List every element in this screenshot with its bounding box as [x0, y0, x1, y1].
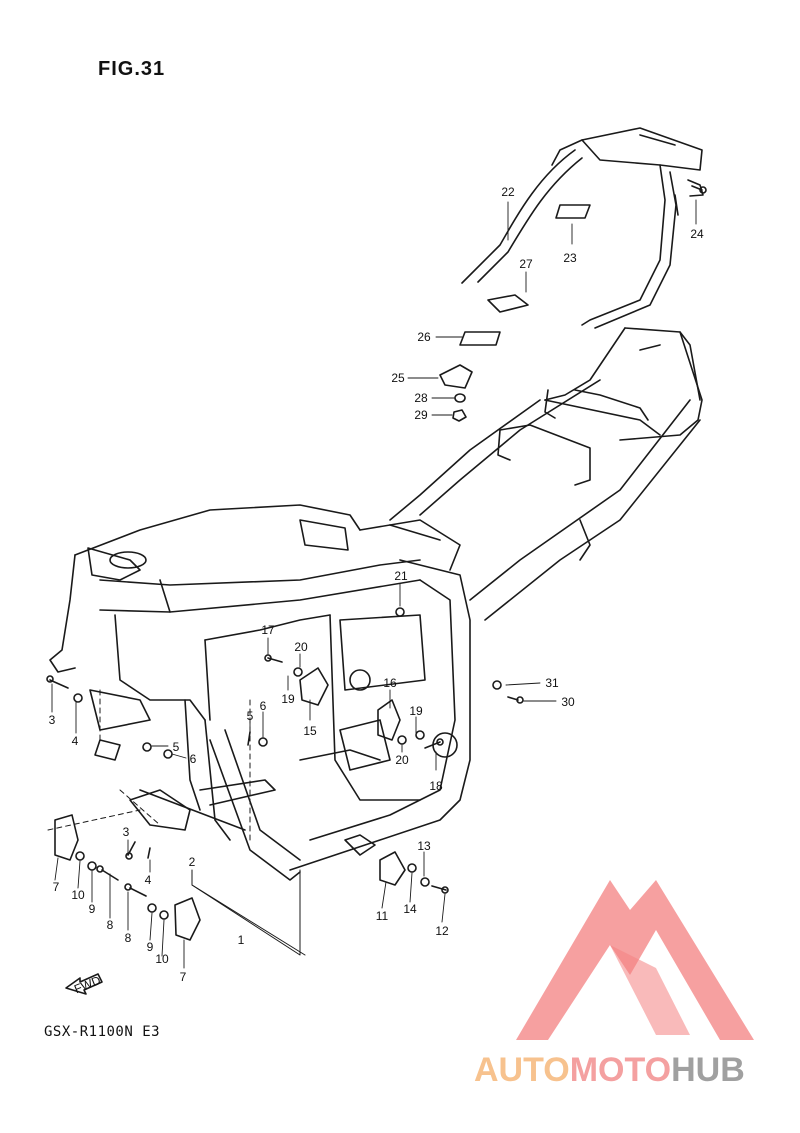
callout-numbers: 1233445566778899101011121314151617181919… — [49, 185, 704, 984]
callout-pointers — [51, 199, 697, 969]
callout-19: 19 — [409, 704, 423, 718]
small-parts — [439, 204, 591, 422]
callout-21: 21 — [394, 569, 408, 583]
callout-8: 8 — [125, 931, 132, 945]
callout-27: 27 — [519, 257, 533, 271]
callout-10: 10 — [71, 888, 85, 902]
mounting-brackets — [54, 667, 406, 941]
callout-3: 3 — [49, 713, 56, 727]
callout-18: 18 — [429, 779, 443, 793]
figure-title: FIG.31 — [98, 58, 166, 80]
callout-10: 10 — [155, 952, 169, 966]
callout-26: 26 — [417, 330, 431, 344]
callout-9: 9 — [89, 902, 96, 916]
callout-7: 7 — [180, 970, 187, 984]
rear-seat-frame — [389, 327, 703, 621]
callout-5: 5 — [173, 740, 180, 754]
callout-4: 4 — [72, 734, 79, 748]
callout-19: 19 — [281, 692, 295, 706]
watermark-part-auto: AUTO — [474, 1051, 570, 1089]
bracket-lines — [191, 869, 306, 956]
watermark-logo — [516, 880, 754, 1040]
callout-22: 22 — [501, 185, 515, 199]
callout-20: 20 — [395, 753, 409, 767]
model-code: GSX-R1100N E3 — [44, 1024, 161, 1040]
callout-14: 14 — [403, 902, 417, 916]
callout-3: 3 — [123, 825, 130, 839]
callout-29: 29 — [414, 408, 428, 422]
main-frame — [49, 504, 471, 881]
callout-24: 24 — [690, 227, 704, 241]
callout-6: 6 — [260, 699, 267, 713]
callout-12: 12 — [435, 924, 449, 938]
callout-5: 5 — [247, 709, 254, 723]
callout-2: 2 — [189, 855, 196, 869]
callout-16: 16 — [383, 676, 397, 690]
callout-15: 15 — [303, 724, 317, 738]
callout-20: 20 — [294, 640, 308, 654]
callout-28: 28 — [414, 391, 428, 405]
callout-9: 9 — [147, 940, 154, 954]
callout-8: 8 — [107, 918, 114, 932]
callout-23: 23 — [563, 251, 577, 265]
fwd-label: FWD — [72, 973, 103, 996]
watermark-text: AUTOMOTOHUB — [474, 1051, 745, 1090]
callout-4: 4 — [145, 873, 152, 887]
callout-6: 6 — [190, 752, 197, 766]
callout-25: 25 — [391, 371, 405, 385]
watermark-part-hub: HUB — [671, 1051, 745, 1089]
callout-30: 30 — [561, 695, 575, 709]
fasteners — [46, 185, 707, 920]
seat-rail-upper — [461, 127, 704, 329]
watermark-part-moto: MOTO — [569, 1051, 672, 1089]
callout-31: 31 — [545, 676, 559, 690]
fwd-arrow-icon — [65, 973, 103, 995]
callout-1: 1 — [238, 933, 245, 947]
callout-13: 13 — [417, 839, 431, 853]
callout-17: 17 — [261, 623, 275, 637]
callout-7: 7 — [53, 880, 60, 894]
callout-11: 11 — [376, 909, 389, 923]
